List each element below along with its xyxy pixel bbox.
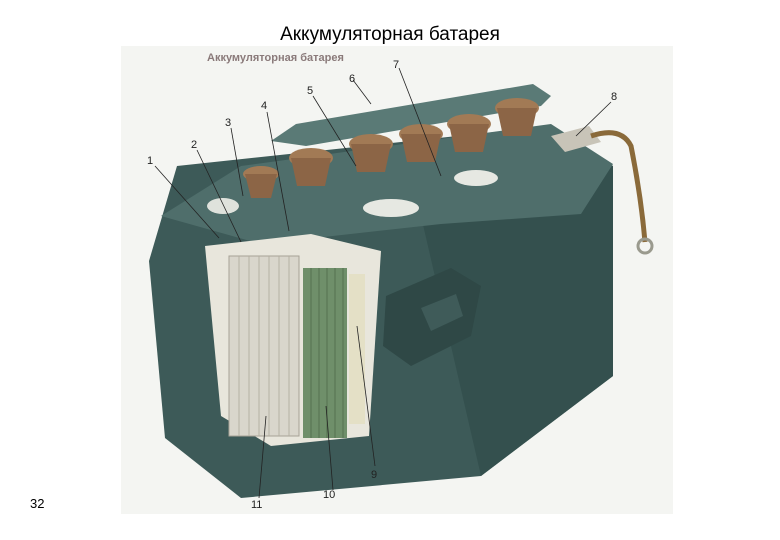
negative-plates (303, 268, 347, 438)
callout-7: 7 (393, 59, 399, 71)
cable-lug (636, 237, 654, 255)
callout-1: 1 (147, 155, 153, 167)
callout-8: 8 (611, 91, 617, 103)
figure-caption: Аккумуляторная батарея (207, 52, 344, 64)
inter-cell-bar (271, 84, 551, 146)
positive-plates (228, 255, 300, 437)
terminal-post (551, 126, 601, 152)
callout-4: 4 (261, 100, 267, 112)
battery-drawing: 1 2 3 4 5 6 7 8 9 10 11 (147, 59, 654, 511)
callout-5: 5 (307, 85, 313, 97)
battery-lid (161, 124, 613, 244)
callout-3: 3 (225, 117, 231, 129)
callout-10: 10 (323, 489, 335, 501)
filler-caps (243, 98, 539, 198)
battery-illustration: 1 2 3 4 5 6 7 8 9 10 11 Аккумуляторная б… (121, 46, 673, 514)
callout-11: 11 (251, 499, 262, 511)
battery-case-side (421, 166, 613, 476)
battery-cable (590, 130, 648, 243)
vent-plugs (207, 170, 498, 217)
callout-2: 2 (191, 139, 197, 151)
page-number: 32 (30, 496, 45, 511)
slide-title: Аккумуляторная батарея (280, 24, 500, 45)
callout-leaders (154, 67, 612, 499)
callout-9: 9 (371, 469, 377, 481)
separator (349, 274, 365, 424)
emblem-logo (421, 294, 463, 331)
callout-6: 6 (349, 73, 355, 85)
